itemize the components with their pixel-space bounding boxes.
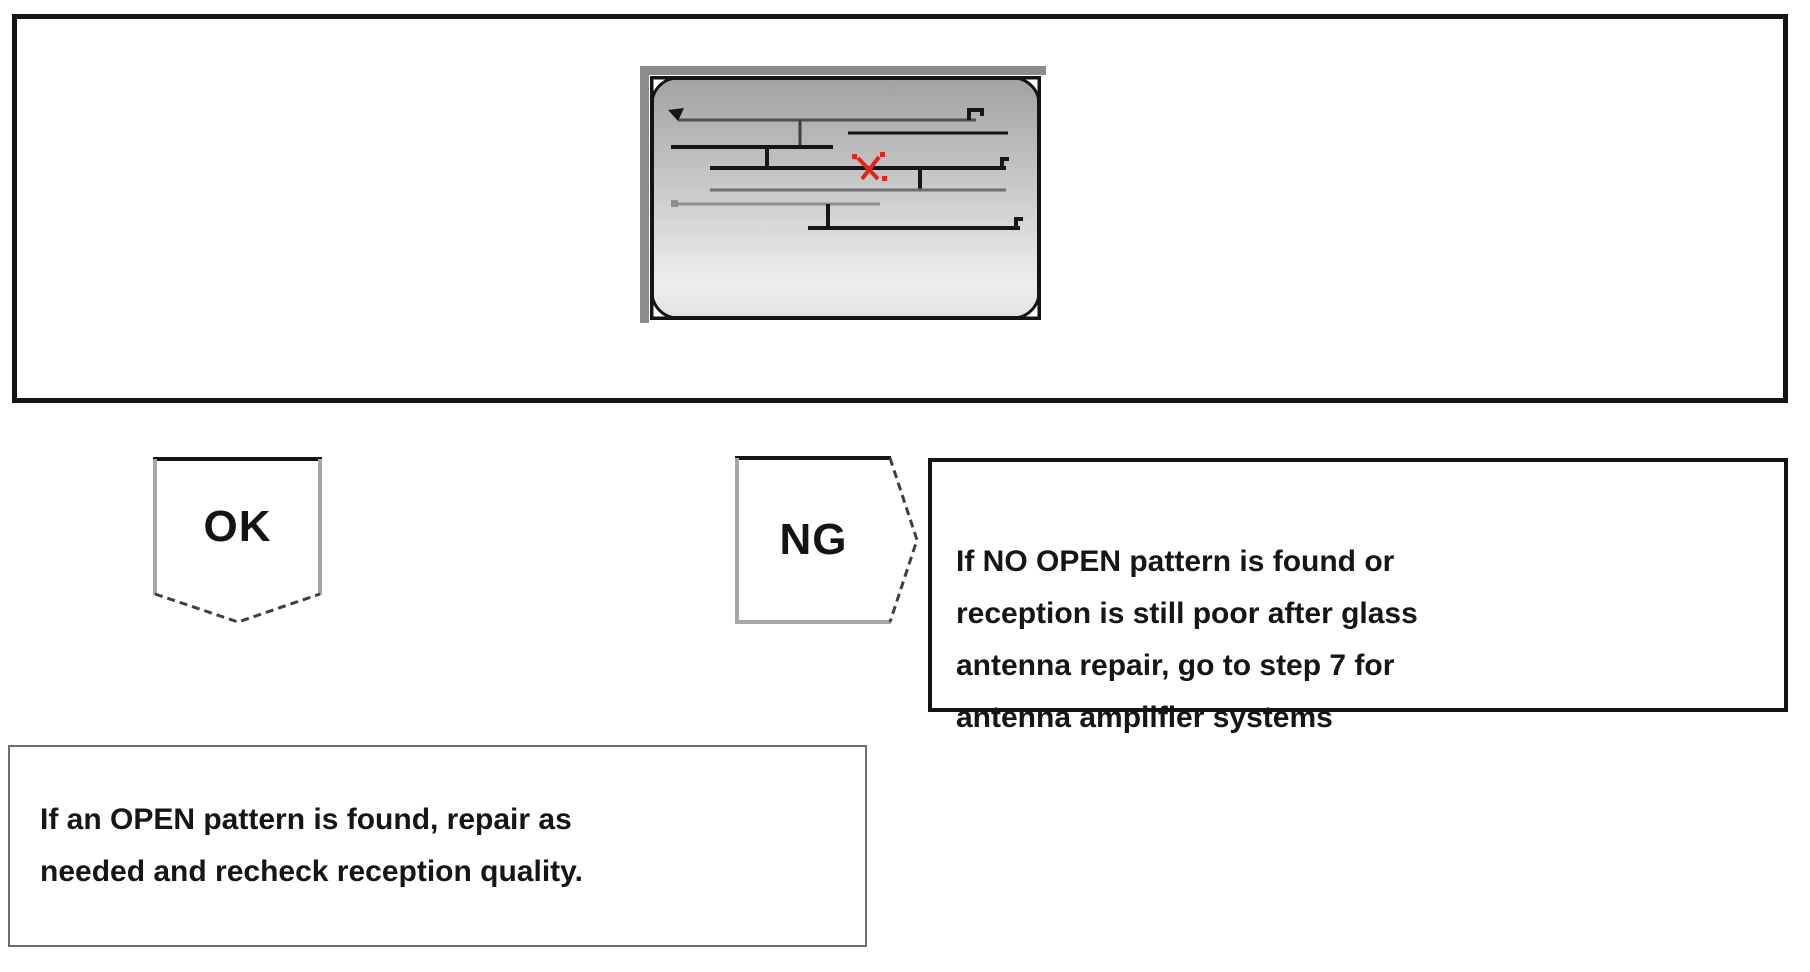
ok-connector-label: OK [203,501,272,551]
open-circuit-marker-icon [852,152,887,181]
ng-connector-shape [735,456,919,624]
glass-corner-arcs [650,76,1041,320]
glass-shadow [640,66,1046,323]
ok-connector-shape [153,457,322,624]
ok-result-text: If an OPEN pattern is found, repair as n… [40,803,583,888]
rear-glass-antenna-figure [640,66,1046,323]
ng-result-text: If NO OPEN pattern is found or reception… [956,545,1418,734]
ng-result-box: If NO OPEN pattern is found or reception… [928,458,1788,734]
glass-body [650,76,1041,320]
ok-result-box: If an OPEN pattern is found, repair as n… [8,745,867,947]
ng-connector-label: NG [779,515,848,564]
antenna-pattern-lines [668,108,1023,230]
